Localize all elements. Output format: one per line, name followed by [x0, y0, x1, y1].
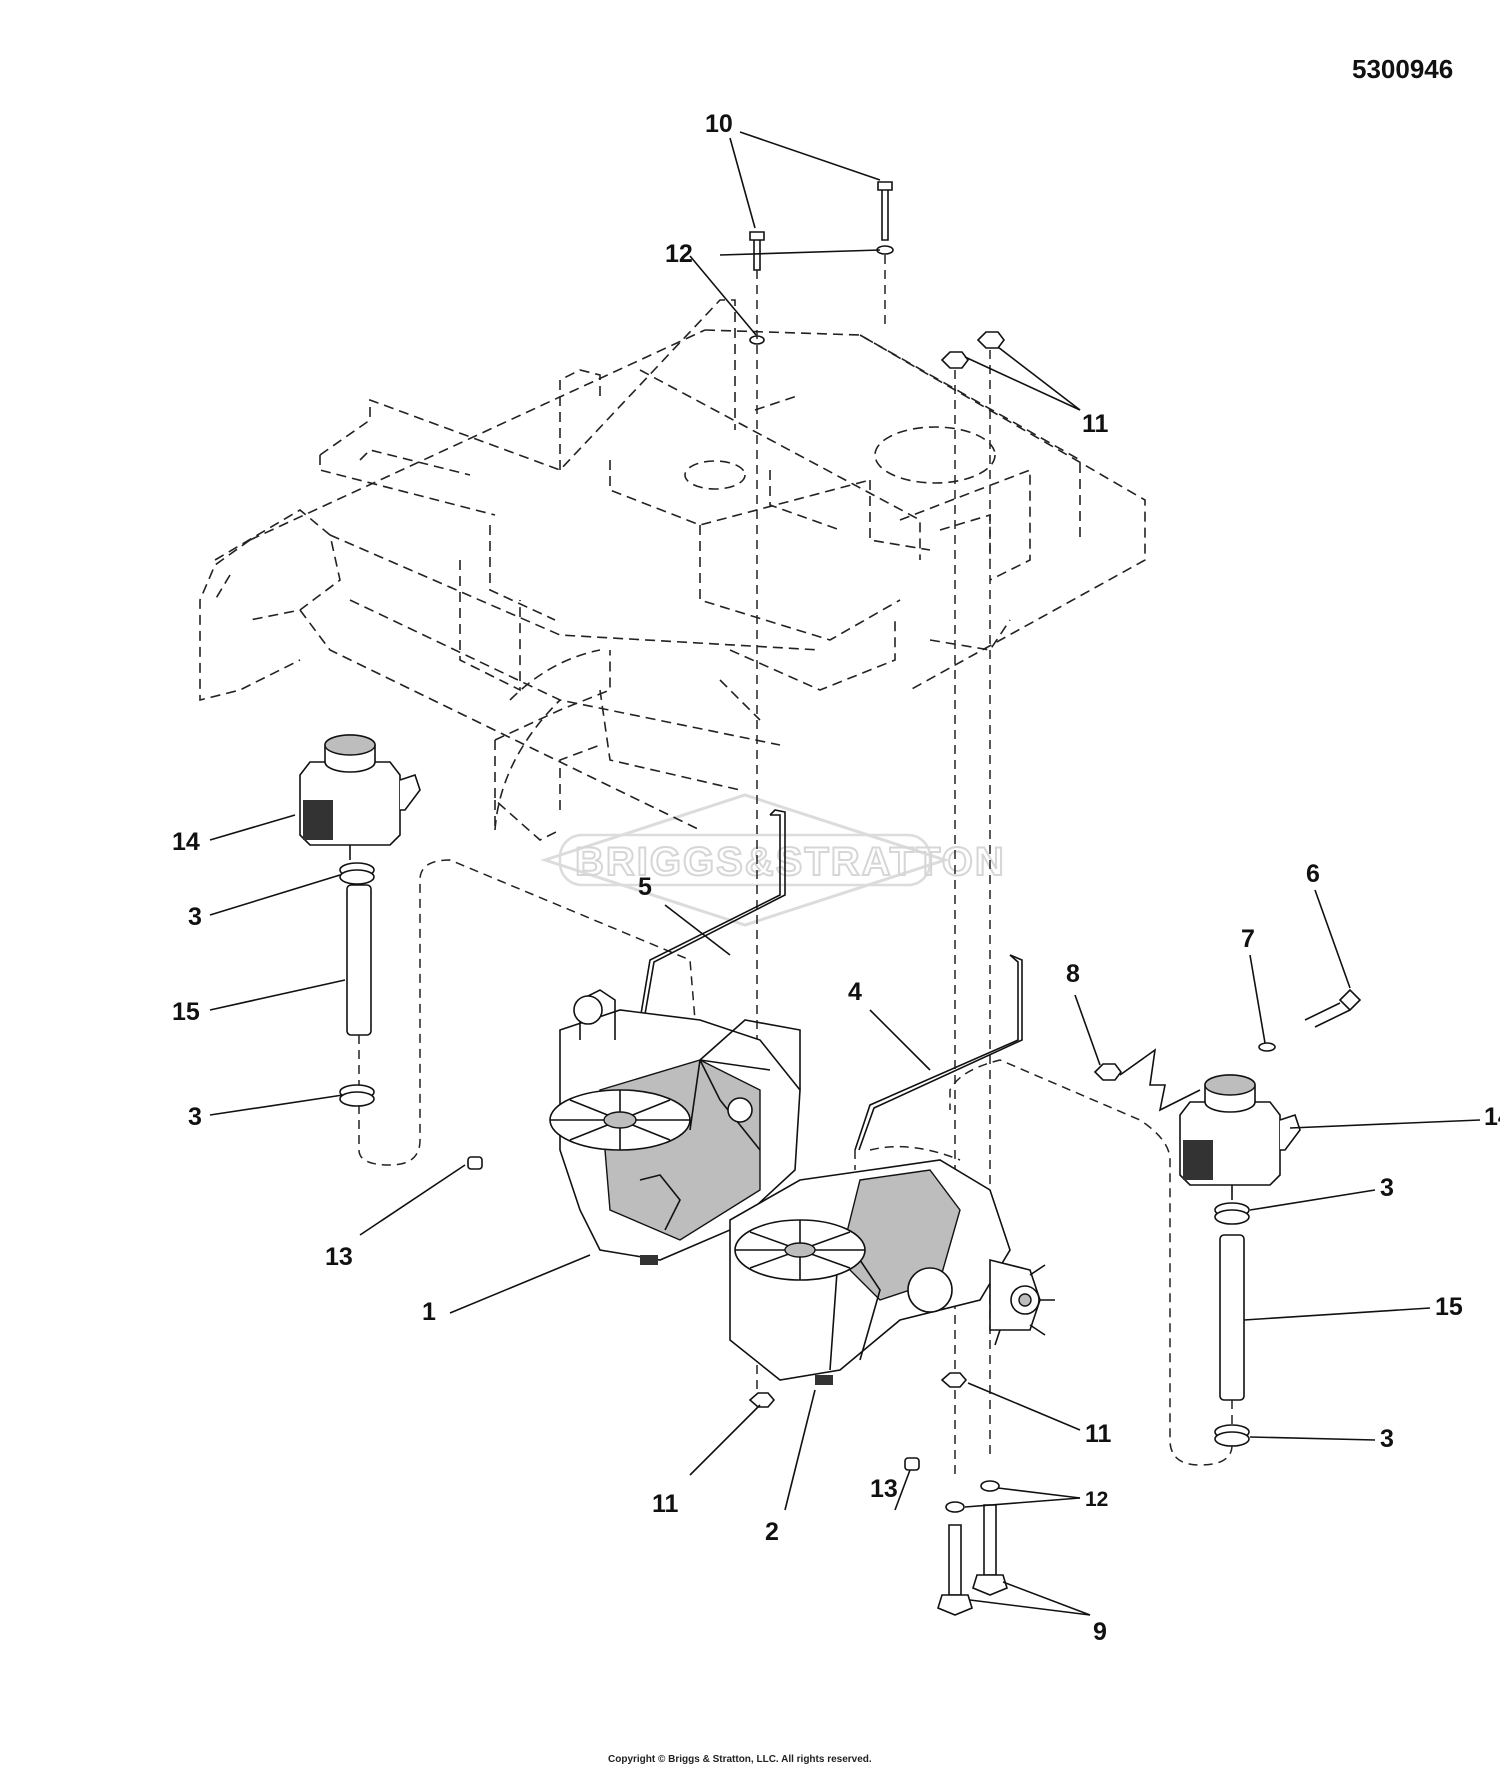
drawing-number: 5300946: [1352, 54, 1453, 84]
callout-12-bottom: 12: [1085, 1488, 1108, 1511]
leader-lines: [209, 131, 1481, 1616]
callout-1: 1: [422, 1298, 436, 1326]
watermark-text: BRIGGS&STRATTON: [575, 840, 1006, 884]
callout-11-bottom: 11: [652, 1490, 679, 1518]
callout-2: 2: [765, 1518, 779, 1546]
callout-4: 4: [848, 978, 862, 1006]
callout-13-right: 13: [870, 1475, 898, 1503]
callout-11-right: 11: [1085, 1420, 1112, 1448]
left-reservoir-assembly: [299, 734, 701, 1166]
callout-12-top: 12: [665, 240, 693, 268]
callout-6: 6: [1306, 860, 1320, 888]
copyright-notice: Copyright © Briggs & Stratton, LLC. All …: [608, 1754, 872, 1765]
callout-8: 8: [1066, 960, 1080, 988]
callout-3-left-lower: 3: [188, 1103, 202, 1131]
callout-13-left: 13: [325, 1243, 353, 1271]
frame-drawing: [199, 299, 1146, 841]
hydraulic-line-5: [639, 814, 781, 1021]
cooling-fan-1: [549, 1089, 691, 1151]
callout-5: 5: [638, 873, 652, 901]
callout-labels: 10 12 11 14 3 15 3 5 13 1 4 6 7 8 14 3 1…: [172, 110, 1500, 1646]
callout-15-left: 15: [172, 998, 200, 1026]
callout-15-right: 15: [1435, 1293, 1463, 1321]
hardware-bottom: [467, 1156, 1008, 1616]
callout-14-right: 14: [1484, 1103, 1500, 1131]
callout-9: 9: [1093, 1618, 1107, 1646]
callout-11-top: 11: [1082, 410, 1109, 438]
right-reservoir-assembly: [949, 988, 1362, 1466]
callout-7: 7: [1241, 925, 1255, 953]
callout-3-left-upper: 3: [188, 903, 202, 931]
transaxle-2: [729, 1145, 1055, 1385]
hydraulic-line-4: [854, 954, 1019, 1151]
transaxle-1: [549, 989, 801, 1265]
callout-14-left: 14: [172, 828, 200, 856]
callout-10: 10: [705, 110, 733, 138]
callout-3-right-upper: 3: [1380, 1174, 1394, 1202]
callout-3-right-lower: 3: [1380, 1425, 1394, 1453]
cooling-fan-2: [734, 1219, 866, 1281]
briggs-stratton-watermark: BRIGGS&STRATTON: [540, 793, 1006, 927]
